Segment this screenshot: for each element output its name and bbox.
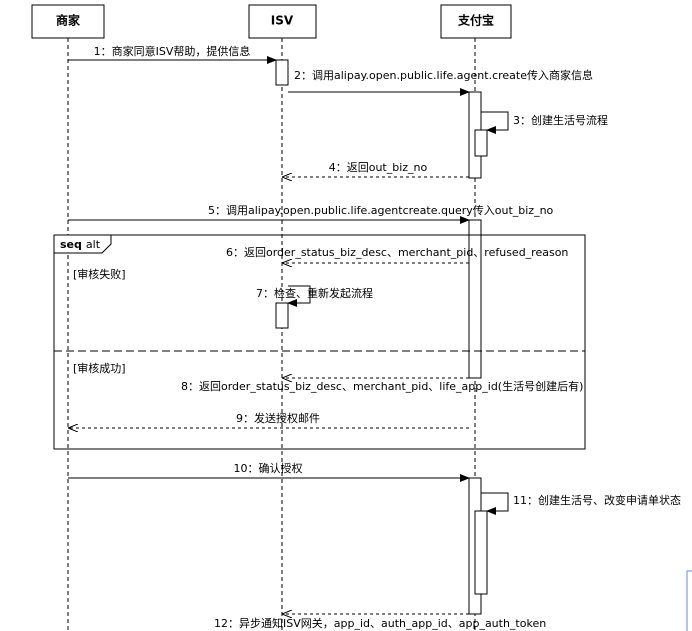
guard-success: [审核成功] — [73, 361, 126, 375]
participant-isv[interactable]: ISV — [248, 4, 317, 39]
message-12-label: 12：异步通知ISV网关，app_id、auth_app_id、app_auth… — [214, 616, 546, 630]
message-7-label: 7：检查、重新发起流程 — [256, 286, 373, 300]
message-1-label: 1：商家同意ISV帮助，提供信息 — [94, 44, 251, 58]
participant-alipay[interactable]: 支付宝 — [440, 4, 512, 39]
activation-alipay-nested-1 — [474, 129, 488, 157]
message-11-label: 11：创建生活号、改变申请单状态 — [513, 493, 681, 507]
message-5-label: 5：调用alipay.open.public.life.agentcreate.… — [208, 204, 554, 217]
participant-alipay-label: 支付宝 — [457, 13, 494, 28]
participant-isv-label: ISV — [271, 14, 294, 28]
activation-alipay-2 — [468, 219, 482, 379]
activation-isv-1 — [275, 59, 289, 86]
message-2-label: 2：调用alipay.open.public.life.agent.create… — [294, 68, 593, 82]
frame-operator: alt — [86, 238, 101, 251]
activation-isv-2 — [275, 302, 289, 329]
message-10-label: 10：确认授权 — [234, 461, 303, 475]
message-7-arrow — [287, 285, 311, 307]
message-3-arrow — [481, 111, 509, 134]
message-6-label: 6：返回order_status_biz_desc、merchant_pid、r… — [226, 246, 568, 259]
message-4-label: 4：返回out_biz_no — [329, 161, 428, 174]
message-11-arrow — [481, 492, 509, 515]
activation-alipay-nested-2 — [474, 510, 488, 595]
participant-merchant-label: 商家 — [56, 13, 81, 28]
guard-fail: [审核失败] — [73, 267, 126, 281]
message-3-label: 3：创建生活号流程 — [513, 113, 608, 127]
message-8-label: 8：返回order_status_biz_desc、merchant_pid、l… — [181, 379, 583, 393]
edge-panel-fragment — [686, 570, 692, 631]
message-9-label: 9：发送授权邮件 — [236, 411, 320, 425]
frame-keyword: seq — [60, 238, 82, 251]
participant-merchant[interactable]: 商家 — [31, 4, 105, 39]
